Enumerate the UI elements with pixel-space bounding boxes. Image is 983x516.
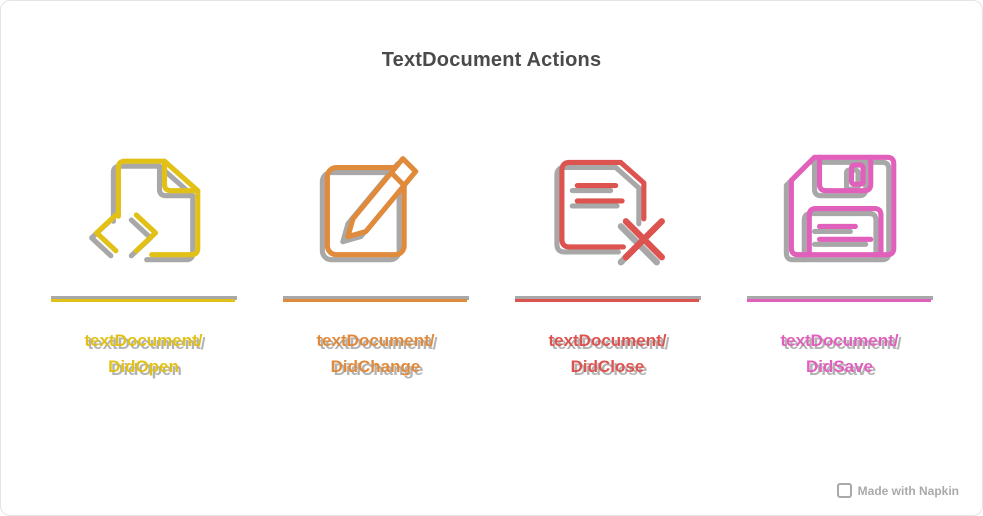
action-column-did-save: textDocument/ DidSave [746,120,933,381]
action-column-did-open: textDocument/ DidOpen [50,120,237,381]
action-label: textDocument/ DidSave [780,331,899,377]
page-title: TextDocument Actions [381,49,602,71]
edit-pencil-icon [324,156,418,258]
document-close-icon [558,159,665,261]
divider-line [514,296,701,302]
action-column-did-close: textDocument/ DidClose [514,120,701,381]
actions-row: textDocument/ DidOpen textDocument/ DidC… [1,120,982,381]
action-column-did-change: textDocument/ DidChange [282,120,469,381]
action-label: textDocument/ DidOpen [84,331,203,377]
watermark: Made with Napkin [836,483,959,498]
napkin-logo-icon [836,483,852,498]
file-code-icon [93,158,200,258]
divider-line [746,296,933,302]
action-label: textDocument/ DidChange [316,331,435,377]
floppy-save-icon [788,154,896,258]
divider-line [50,296,237,302]
action-label: textDocument/ DidClose [548,331,667,377]
watermark-text: Made with Napkin [857,483,959,498]
divider-line [282,296,469,302]
